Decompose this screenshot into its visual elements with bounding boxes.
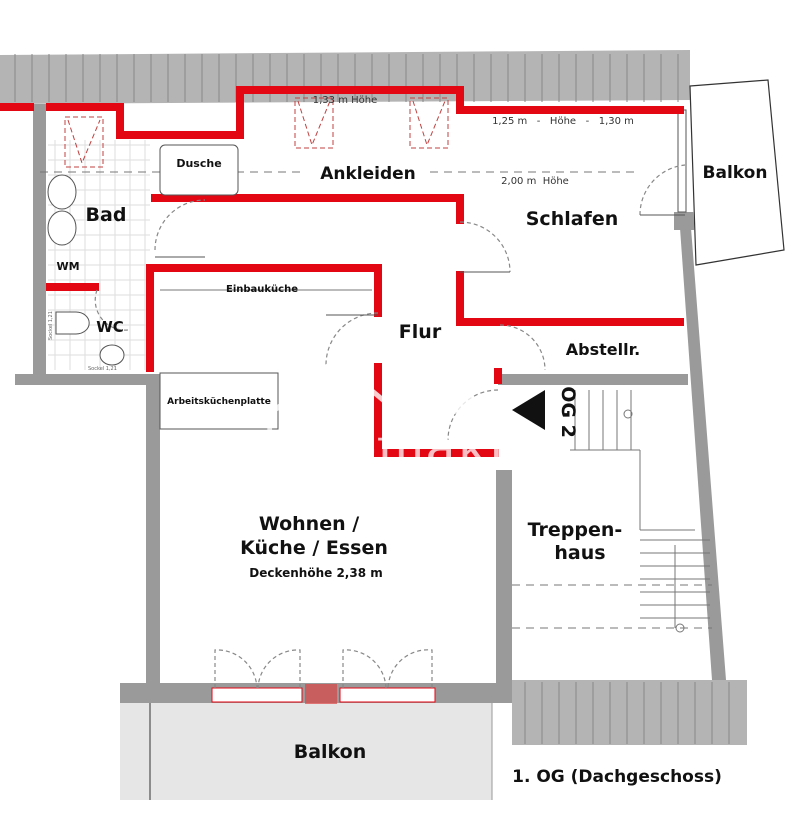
new-walls — [0, 86, 684, 457]
room-dusche: Dusche — [176, 157, 221, 170]
room-balkon-bottom: Balkon — [294, 741, 367, 763]
sockel-label: Sockel 1,21 — [88, 366, 117, 372]
label-wm: WM — [56, 260, 79, 273]
label-einbaukueche: Einbauküche — [226, 284, 298, 295]
watermark-logo: ohne-makler — [230, 354, 561, 478]
room-ankleiden: Ankleiden — [320, 164, 416, 184]
room-wohnen-line2: Küche / Essen — [240, 537, 388, 559]
floor-title: 1. OG (Dachgeschoss) — [512, 767, 722, 787]
balcony-door-icon — [211, 649, 436, 704]
room-schlafen: Schlafen — [526, 208, 619, 230]
balcony-right — [689, 79, 785, 266]
staircase — [512, 390, 712, 633]
og2-marker: OG 2 — [557, 386, 579, 438]
room-wc: WC — [96, 318, 124, 336]
schlafen-height-range: 1,25 m - Höhe - 1,30 m — [492, 116, 634, 127]
room-treppen-line1: Treppen- — [528, 519, 623, 541]
shower-icon — [159, 144, 239, 196]
room-treppen-line2: haus — [554, 542, 605, 564]
ankleiden-height: 1,33 m Höhe — [313, 95, 378, 106]
room-wohnen-line1: Wohnen / — [259, 513, 359, 535]
svg-text:ohne-makler: ohne-makler — [230, 418, 561, 478]
sink-icon — [47, 174, 125, 366]
existing-walls — [15, 104, 726, 703]
height-line-label: 2,00 m Höhe — [501, 176, 569, 187]
roof-top — [0, 50, 690, 104]
room-balkon-right: Balkon — [703, 163, 768, 183]
skylight-icon — [64, 97, 449, 168]
balcony-bottom — [120, 703, 493, 800]
room-flur: Flur — [399, 321, 442, 343]
roof-bottom — [512, 680, 747, 745]
label-arbeitsplatte: Arbeitsküchenplatte — [167, 397, 271, 407]
room-bad: Bad — [86, 204, 127, 226]
wohnen-ceiling-height: Deckenhöhe 2,38 m — [249, 566, 383, 580]
sockel-label: Sockel 1,21 — [48, 311, 54, 340]
room-abstellraum: Abstellr. — [566, 340, 641, 359]
worktop — [159, 372, 279, 430]
arrow-icon — [512, 390, 545, 430]
door-icon — [94, 164, 686, 441]
toilet-icon — [55, 311, 90, 335]
